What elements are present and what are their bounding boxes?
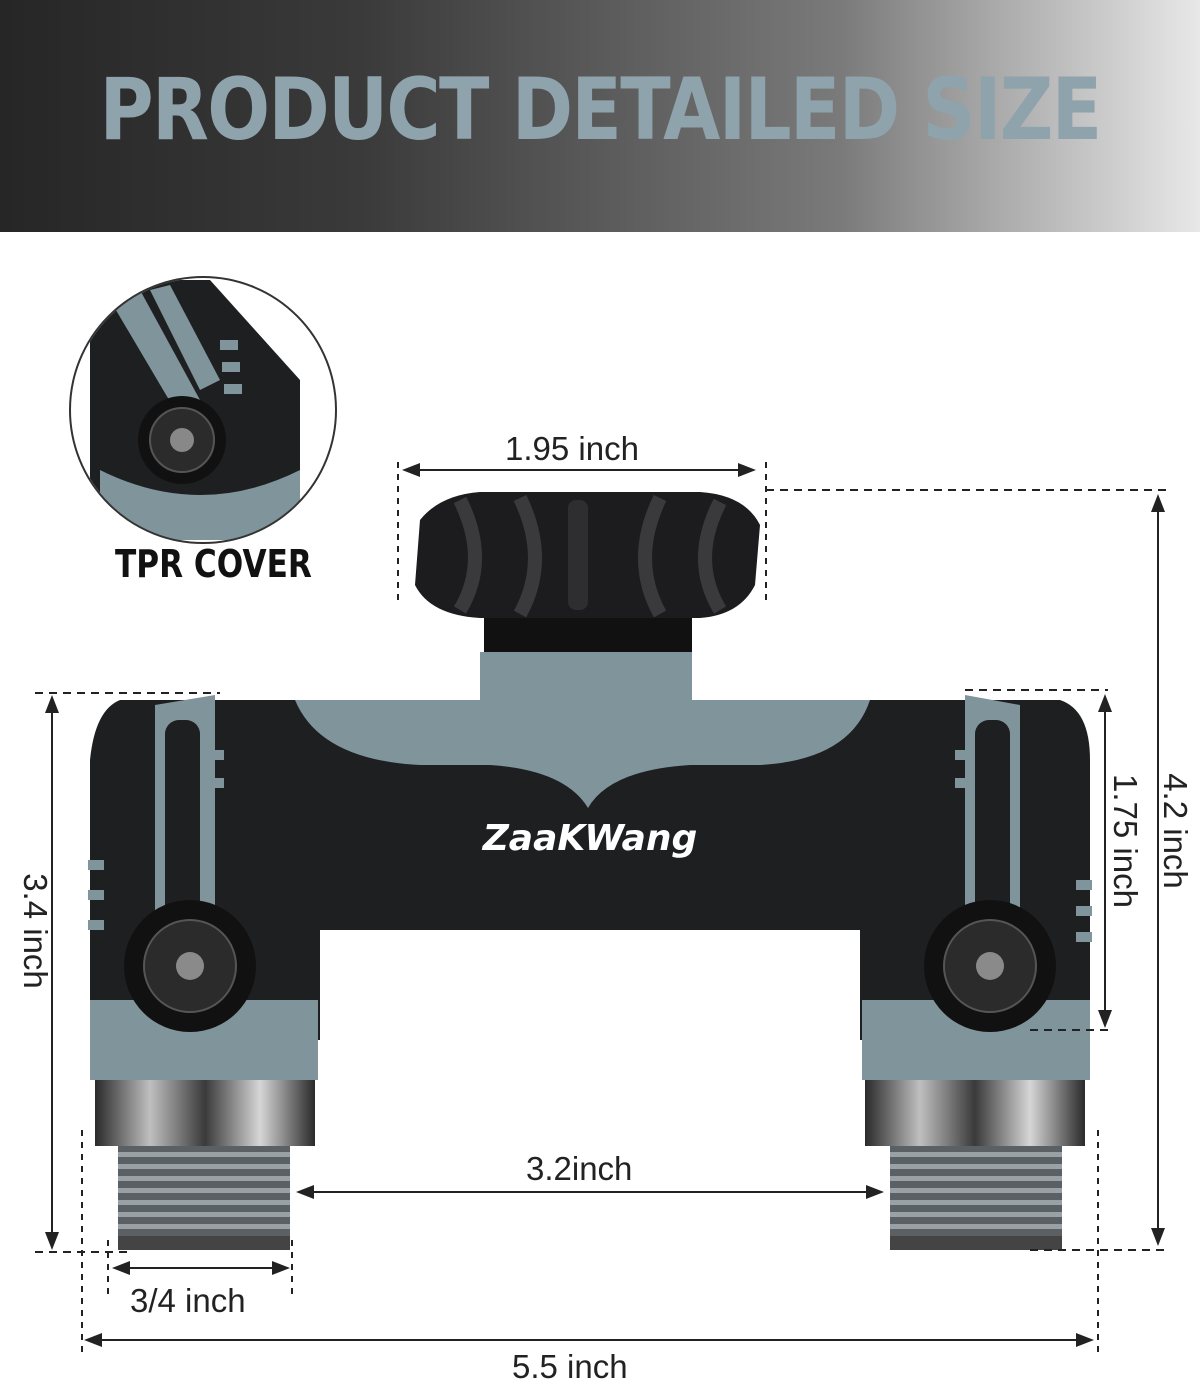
dim-valve-height: 1.75 inch <box>1107 774 1144 908</box>
right-outlet <box>865 1080 1085 1250</box>
splitter-body: ZaaKWang <box>90 652 1090 1080</box>
tpr-cover-label: TPR COVER <box>115 542 312 586</box>
dimension-arrowheads <box>45 463 1165 1347</box>
dim-body-height: 3.4 inch <box>17 873 54 989</box>
brand-logo: ZaaKWang <box>482 818 698 859</box>
dim-thread-size: 3/4 inch <box>130 1282 246 1319</box>
header-banner: PRODUCT DETAILED SIZE <box>0 0 1200 232</box>
tpr-cover-detail <box>69 276 337 544</box>
dim-total-width: 5.5 inch <box>512 1348 628 1385</box>
dimension-lines <box>35 462 1170 1355</box>
left-valve <box>88 695 256 1032</box>
page-title: PRODUCT DETAILED SIZE <box>99 60 1103 160</box>
left-outlet <box>95 1080 315 1250</box>
dim-outlet-spacing: 3.2inch <box>526 1150 633 1187</box>
top-coupling-nut <box>415 492 760 652</box>
dim-top-width: 1.95 inch <box>505 430 639 467</box>
dim-total-height: 4.2 inch <box>1157 773 1194 889</box>
right-valve <box>924 695 1092 1032</box>
